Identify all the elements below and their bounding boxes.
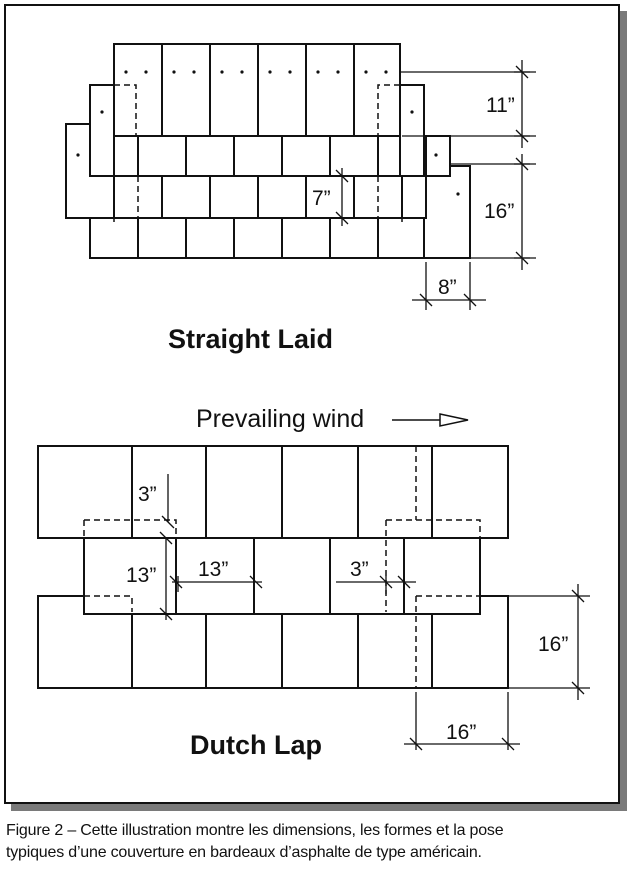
- prevailing-wind-label: Prevailing wind: [196, 405, 364, 433]
- caption-line-1: Figure 2 – Cette illustration montre les…: [6, 822, 504, 839]
- caption-line-2: typiques d’une couverture en bardeaux d’…: [6, 844, 482, 861]
- dutch-lap-title: Dutch Lap: [190, 730, 322, 760]
- dutch-shingle-width-label: 16”: [446, 721, 476, 744]
- straight-laid-title: Straight Laid: [168, 324, 333, 354]
- dutch-lap-top-label: 3”: [138, 483, 157, 506]
- straight-laid-diagram: [65, 43, 536, 310]
- dutch-lap-diagram: [37, 445, 590, 751]
- dutch-height-label: 13”: [126, 564, 156, 587]
- roofing-diagram: 11” 16” 7” 8” Straight Laid Prevailing w…: [37, 43, 590, 760]
- dutch-side-lap-label: 3”: [350, 558, 369, 581]
- straight-exposure-label: 16”: [484, 200, 514, 223]
- dutch-exposure-label: 13”: [198, 558, 228, 581]
- figure-caption: Figure 2 – Cette illustration montre les…: [6, 820, 636, 864]
- straight-head-lap-label: 11”: [486, 94, 515, 117]
- wind-arrow-icon: [392, 413, 469, 427]
- dutch-shingle-height-label: 16”: [538, 633, 568, 656]
- straight-width-label: 8”: [438, 276, 457, 299]
- straight-overlap-label: 7”: [312, 187, 331, 210]
